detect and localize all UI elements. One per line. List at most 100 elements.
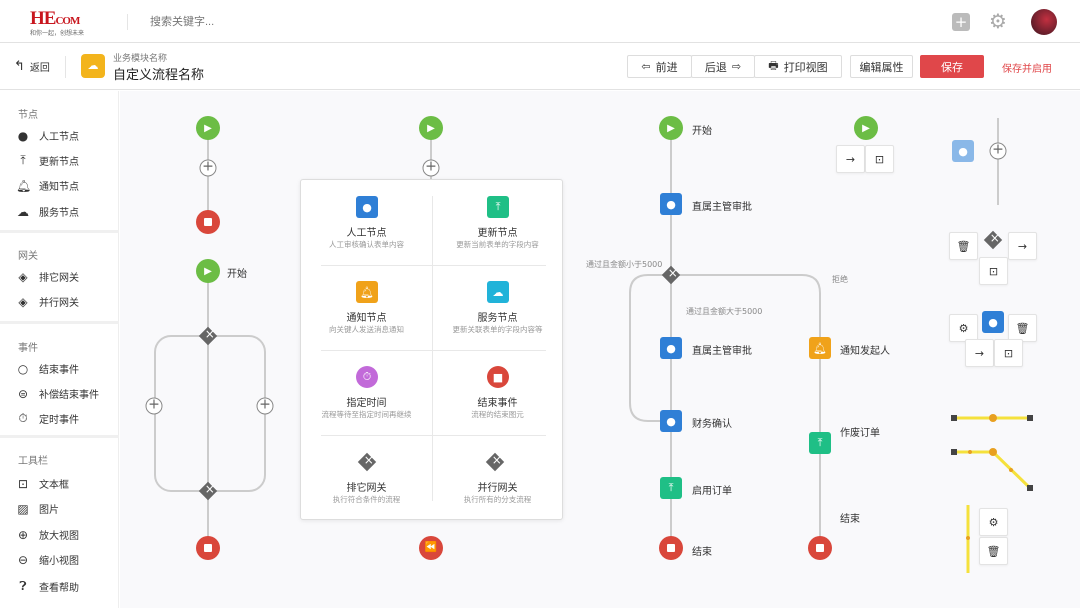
zoom-in-icon: ⊕ xyxy=(17,527,29,542)
avatar[interactable] xyxy=(1031,9,1057,35)
end-event[interactable] xyxy=(196,536,220,560)
sidebar-item-end-event[interactable]: ○ 结束事件 xyxy=(16,361,79,377)
save-enable-link[interactable]: 保存并启用 xyxy=(1002,64,1052,75)
add-node-button[interactable]: ⊡ xyxy=(994,339,1023,367)
section-title-events: 事件 xyxy=(18,343,38,354)
divider xyxy=(0,230,119,233)
sidebar-item-service-node[interactable]: ☁服务节点 xyxy=(16,204,79,220)
flow-canvas[interactable] xyxy=(120,91,1080,608)
item-label: 并行网关 xyxy=(39,298,79,309)
item-label: 补偿结束事件 xyxy=(39,390,99,401)
edit-properties-button[interactable]: 编辑属性 xyxy=(850,55,913,78)
back-button[interactable]: ↰返回 xyxy=(14,59,50,74)
end-event[interactable] xyxy=(659,536,683,560)
start-event[interactable]: ▶ xyxy=(419,116,443,140)
manual-node[interactable]: ● xyxy=(660,410,682,432)
node-label: 作废订单 xyxy=(840,428,880,439)
condition-label: 通过且金额小于5000 xyxy=(586,260,663,269)
circle-icon: ○ xyxy=(17,361,29,376)
forward-label: 前进 xyxy=(655,60,678,74)
manual-node[interactable]: ● xyxy=(660,193,682,215)
add-node-icon[interactable]: + xyxy=(422,159,440,177)
delete-button[interactable]: 🗑︎ xyxy=(949,232,978,260)
add-node-icon[interactable]: + xyxy=(199,159,217,177)
save-button[interactable]: 保存 xyxy=(920,55,984,78)
print-view-button[interactable]: 🖶打印视图 xyxy=(754,55,842,78)
sidebar-item-update-node[interactable]: ⤒更新节点 xyxy=(16,153,79,168)
picker-update-node[interactable]: ⤒更新节点更新当前表单的字段内容 xyxy=(432,180,563,265)
gear-icon[interactable]: ⚙ xyxy=(989,9,1007,33)
end-event[interactable] xyxy=(196,210,220,234)
picker-title: 排它网关 xyxy=(346,483,387,494)
end-event[interactable] xyxy=(808,536,832,560)
picker-title: 人工节点 xyxy=(346,228,387,239)
sidebar-item-zoom-out[interactable]: ⊖缩小视图 xyxy=(16,552,79,568)
add-node-icon[interactable]: + xyxy=(256,397,274,415)
item-label: 查看帮助 xyxy=(39,583,79,594)
delete-button[interactable]: 🗑︎ xyxy=(979,537,1008,565)
sidebar-item-compensate-end-event[interactable]: ⊜补偿结束事件 xyxy=(16,386,99,402)
add-node-icon[interactable]: + xyxy=(989,142,1007,160)
sidebar-item-help[interactable]: ❓︎查看帮助 xyxy=(16,579,79,594)
item-label: 排它网关 xyxy=(39,273,79,284)
sidebar-item-notify-node[interactable]: 🔔︎通知节点 xyxy=(16,178,79,194)
connect-arrow-button[interactable]: → xyxy=(965,339,994,367)
sidebar-item-exclusive-gateway[interactable]: ◈排它网关 xyxy=(16,269,79,285)
start-event[interactable]: ▶ xyxy=(196,259,220,283)
item-label: 服务节点 xyxy=(39,208,79,219)
search-input[interactable] xyxy=(150,12,350,32)
add-node-button[interactable]: ⊡ xyxy=(865,145,894,173)
divider xyxy=(0,321,119,324)
picker-notify-node[interactable]: 🔔︎通知节点向关键人发送消息通知 xyxy=(301,265,432,350)
sidebar-item-parallel-gateway[interactable]: ◈ 并行网关 xyxy=(16,294,79,310)
sidebar-item-zoom-in[interactable]: ⊕放大视图 xyxy=(16,527,79,543)
add-node-icon[interactable]: + xyxy=(145,397,163,415)
connect-arrow-button[interactable]: → xyxy=(836,145,865,173)
item-label: 文本框 xyxy=(39,480,69,491)
manual-node[interactable]: ● xyxy=(660,337,682,359)
add-icon[interactable]: + xyxy=(952,13,970,31)
picker-desc: 更新关联表单的字段内容等 xyxy=(452,325,543,334)
section-title-toolbar: 工具栏 xyxy=(18,456,48,467)
sidebar-item-timer-event[interactable]: ⏱定时事件 xyxy=(16,411,79,426)
sidebar-item-image[interactable]: ▨图片 xyxy=(16,501,59,517)
item-label: 结束事件 xyxy=(39,365,79,376)
picker-title: 结束事件 xyxy=(477,398,518,409)
connect-arrow-button[interactable]: → xyxy=(1008,232,1037,260)
manual-node-dragging[interactable]: ● xyxy=(952,140,974,162)
add-node-button[interactable]: ⊡ xyxy=(979,257,1008,285)
picker-title: 通知节点 xyxy=(346,313,387,324)
condition-label: 通过且金额大于5000 xyxy=(686,307,763,316)
picker-desc: 人工审核确认表单内容 xyxy=(329,240,404,249)
module-name: 业务模块名称 xyxy=(113,54,168,64)
section-title-gateways: 网关 xyxy=(18,251,38,262)
update-node[interactable]: ⤒ xyxy=(809,432,831,454)
picker-end-event[interactable]: ■结束事件流程的结束图元 xyxy=(432,350,563,435)
picker-service-node[interactable]: ☁服务节点更新关联表单的字段内容等 xyxy=(432,265,563,350)
start-event[interactable]: ▶ xyxy=(659,116,683,140)
parallel-gateway-icon: ◈ xyxy=(18,294,28,309)
picker-timer[interactable]: ⏱指定时间流程等待至指定时间再继续 xyxy=(301,350,432,435)
backward-button[interactable]: 后退⇨ xyxy=(691,55,755,78)
manual-node-selected[interactable]: ● xyxy=(982,311,1004,333)
sidebar-item-textbox[interactable]: ⊡文本框 xyxy=(16,476,69,492)
image-icon: ▨ xyxy=(17,501,29,516)
sidebar-item-manual-node[interactable]: ●人工节点 xyxy=(16,128,79,144)
arrow-left-icon: ⇦ xyxy=(641,60,651,73)
item-label: 定时事件 xyxy=(39,415,79,426)
item-label: 人工节点 xyxy=(39,132,79,143)
notify-node[interactable]: 🔔︎ xyxy=(809,337,831,359)
delete-button[interactable]: 🗑︎ xyxy=(1008,314,1037,342)
picker-manual-node[interactable]: ●人工节点人工审核确认表单内容 xyxy=(301,180,432,265)
divider xyxy=(0,435,119,438)
settings-button[interactable]: ⚙ xyxy=(979,508,1008,536)
start-event[interactable]: ▶ xyxy=(854,116,878,140)
settings-button[interactable]: ⚙ xyxy=(949,314,978,342)
compensate-end-event[interactable]: ⏪ xyxy=(419,536,443,560)
save-label: 保存 xyxy=(941,60,963,74)
divider xyxy=(65,56,66,78)
start-event[interactable]: ▶ xyxy=(196,116,220,140)
update-node[interactable]: ⤒ xyxy=(660,477,682,499)
